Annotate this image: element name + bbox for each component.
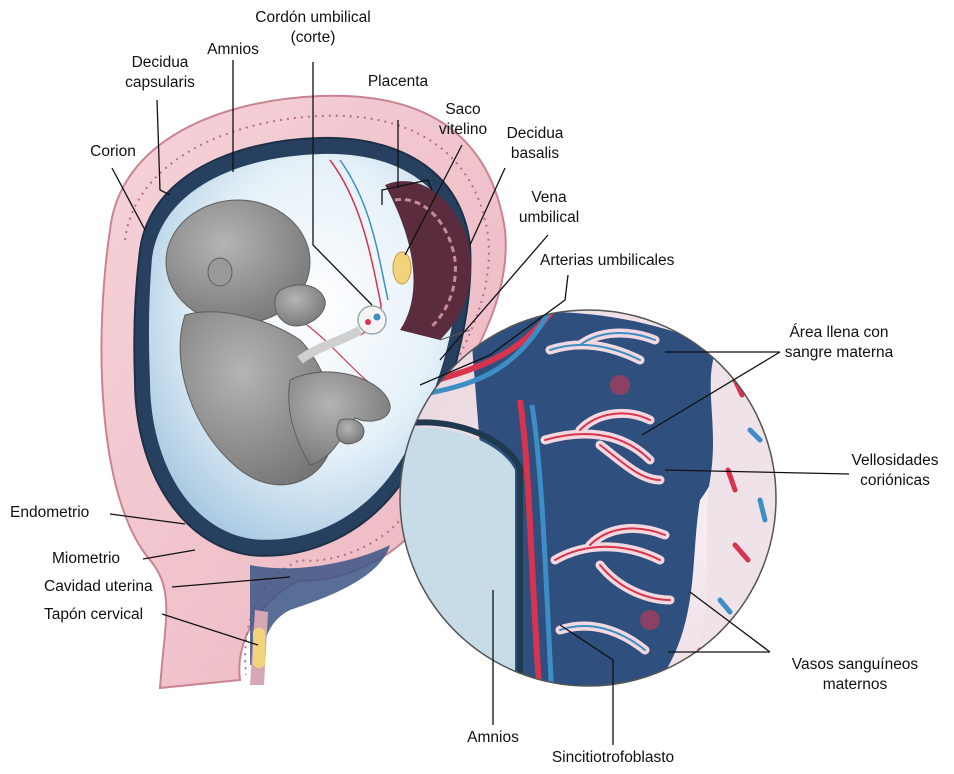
label-area-line2: sangre materna <box>772 343 906 363</box>
blood-spot <box>640 610 660 630</box>
label-vena-umbilical: Vena umbilical <box>506 188 592 228</box>
label-endometrio: Endometrio <box>10 503 89 523</box>
label-decidua-basalis-line1: Decidua <box>495 124 575 144</box>
label-cavidad-uterina: Cavidad uterina <box>44 577 153 597</box>
label-amnios-bottom: Amnios <box>455 728 531 748</box>
label-vasos-line1: Vasos sanguíneos <box>780 655 930 675</box>
label-vasos-maternos: Vasos sanguíneos maternos <box>780 655 930 695</box>
label-placenta: Placenta <box>355 72 441 92</box>
yolk-sac <box>393 252 411 284</box>
cord-cross-section <box>358 306 386 334</box>
fetus-ear <box>208 258 232 286</box>
label-area-sangre: Área llena con sangre materna <box>772 323 906 363</box>
label-corion: Corion <box>78 142 148 162</box>
label-saco-line1: Saco <box>425 100 501 120</box>
label-vasos-line2: maternos <box>780 675 930 695</box>
label-vellosidades-line1: Vellosidades <box>840 451 950 471</box>
label-vena-line2: umbilical <box>506 208 592 228</box>
label-decidua-basalis-line2: basalis <box>495 144 575 164</box>
label-tapon-cervical: Tapón cervical <box>44 605 143 625</box>
amnion-layer <box>400 427 515 700</box>
label-miometrio: Miometrio <box>52 549 120 569</box>
label-saco-line2: vitelino <box>425 120 501 140</box>
cervical-plug <box>253 628 265 668</box>
label-arterias-umbilicales: Arterias umbilicales <box>540 251 674 271</box>
label-decidua-capsularis: Decidua capsularis <box>115 53 205 93</box>
label-vellosidades-line2: coriónicas <box>840 471 950 491</box>
cord-section-artery <box>365 319 371 325</box>
label-decidua-capsularis-line1: Decidua <box>115 53 205 73</box>
fetus-foot <box>337 419 364 444</box>
label-vellosidades: Vellosidades coriónicas <box>840 451 950 491</box>
label-decidua-capsularis-line2: capsularis <box>115 73 205 93</box>
label-sincitiotrofoblasto: Sincitiotrofoblasto <box>530 748 696 768</box>
blood-spot <box>610 375 630 395</box>
label-area-line1: Área llena con <box>772 323 906 343</box>
label-cordon-line1: Cordón umbilical <box>246 8 380 28</box>
label-amnios-top: Amnios <box>198 40 268 60</box>
label-vena-line1: Vena <box>506 188 592 208</box>
cord-section-vein <box>374 314 381 321</box>
label-decidua-basalis: Decidua basalis <box>495 124 575 164</box>
label-saco-vitelino: Saco vitelino <box>425 100 501 140</box>
